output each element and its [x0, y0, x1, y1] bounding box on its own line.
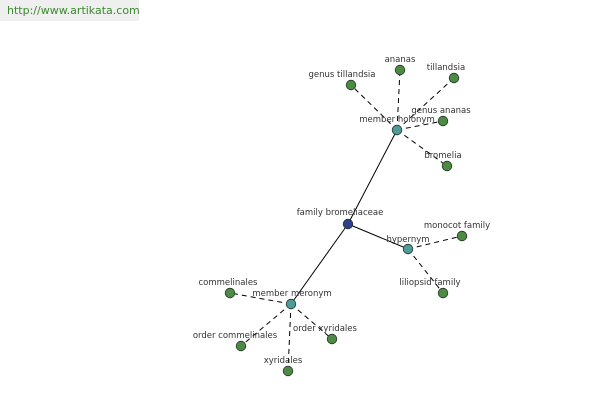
label-xyridales[interactable]: xyridales [264, 356, 303, 366]
edge-member-holonym-to-bromelia [396, 129, 448, 167]
edge-root-to-hypernym [347, 223, 409, 250]
node-order-xyridales[interactable] [326, 333, 338, 345]
node-member-holonym[interactable] [391, 124, 403, 136]
graph-nodes [224, 64, 468, 377]
edge-root-to-member-meronym [290, 223, 349, 305]
label-liliopsid-family[interactable]: liliopsid family [399, 278, 460, 288]
edge-member-holonym-to-tillandsia [396, 77, 455, 131]
edge-hypernym-to-liliopsid-family [407, 248, 444, 294]
node-commelinales[interactable] [224, 287, 236, 299]
label-order-commelinales[interactable]: order commelinales [193, 331, 278, 341]
label-family-bromeliaceae[interactable]: family bromeliaceae [297, 208, 384, 218]
label-commelinales[interactable]: commelinales [198, 278, 258, 288]
label-monocot-family[interactable]: monocot family [424, 221, 490, 231]
edge-member-meronym-to-commelinales [229, 292, 292, 305]
graph-labels: ananas tillandsia genus tillandsia genus an… [193, 55, 490, 366]
edge-root-to-member-holonym [347, 129, 398, 225]
node-bromelia[interactable] [441, 160, 453, 172]
edge-member-meronym-to-xyridales [287, 303, 292, 372]
node-hypernym[interactable] [402, 243, 414, 255]
source-bar: http://www.artikata.com [0, 0, 140, 21]
node-genus-ananas[interactable] [437, 115, 449, 127]
label-order-xyridales[interactable]: order xyridales [293, 324, 357, 334]
edge-member-holonym-to-ananas [396, 69, 401, 131]
node-tillandsia[interactable] [448, 72, 460, 84]
label-tillandsia[interactable]: tillandsia [427, 63, 465, 73]
edge-hypernym-to-monocot-family [407, 235, 463, 250]
label-member-holonym[interactable]: member holonym [359, 115, 434, 125]
node-order-commelinales[interactable] [235, 340, 247, 352]
node-liliopsid-family[interactable] [437, 287, 449, 299]
label-genus-tillandsia[interactable]: genus tillandsia [309, 70, 376, 80]
label-hypernym[interactable]: hypernym [386, 235, 429, 245]
node-genus-tillandsia[interactable] [345, 79, 357, 91]
edge-member-meronym-to-order-commelinales [240, 303, 292, 347]
label-genus-ananas[interactable]: genus ananas [411, 106, 471, 116]
label-ananas[interactable]: ananas [385, 55, 416, 65]
label-bromelia[interactable]: bromelia [424, 151, 461, 161]
node-xyridales[interactable] [282, 365, 294, 377]
edge-member-holonym-to-genus-tillandsia [350, 84, 398, 131]
node-monocot-family[interactable] [456, 230, 468, 242]
node-family-bromeliaceae[interactable] [342, 218, 354, 230]
graph-edges [229, 69, 463, 372]
label-member-meronym[interactable]: member meronym [252, 289, 331, 299]
node-member-meronym[interactable] [285, 298, 297, 310]
edge-member-holonym-to-genus-ananas [396, 120, 444, 131]
node-ananas[interactable] [394, 64, 406, 76]
source-url-link[interactable]: http://www.artikata.com [7, 4, 140, 17]
